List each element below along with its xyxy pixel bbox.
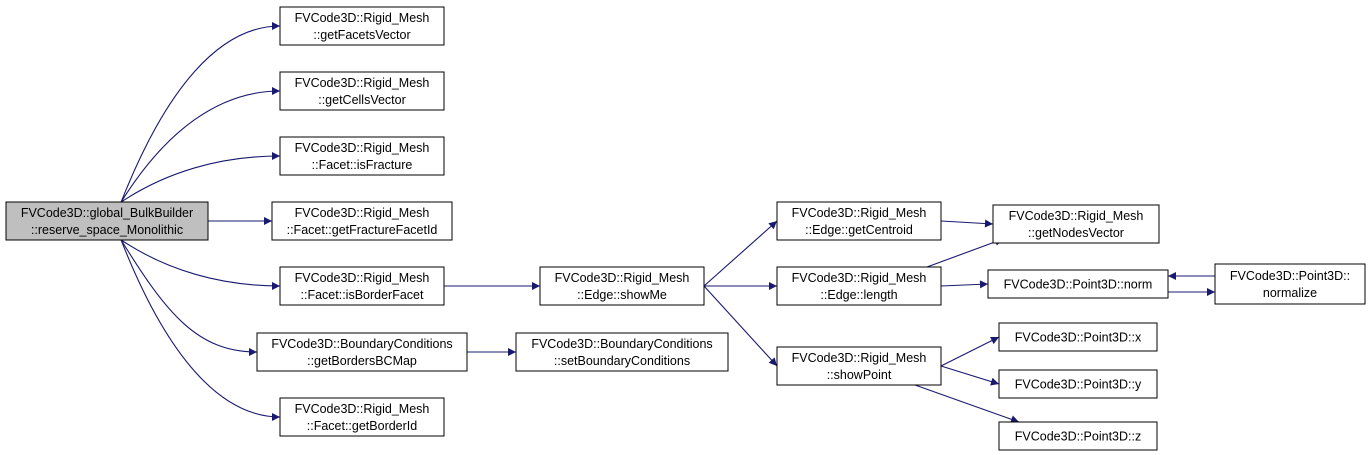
edge-length-to-norm	[940, 280, 989, 289]
node-getCellsVector[interactable]: FVCode3D::Rigid_Mesh::getCellsVector	[279, 71, 445, 111]
edge-showMe-to-getCentroid	[703, 220, 778, 287]
node-label: ::getNodesVector	[1028, 226, 1124, 240]
node-label: ::Facet::getBorderId	[307, 419, 418, 433]
node-box	[998, 369, 1158, 399]
node-box	[279, 71, 445, 111]
node-box	[992, 204, 1160, 244]
node-label: ::Edge::showMe	[577, 288, 667, 302]
node-box	[998, 421, 1158, 451]
edge-root-to-getFacetsVector	[120, 22, 281, 203]
node-isBorderFacet[interactable]: FVCode3D::Rigid_Mesh::Facet::isBorderFac…	[279, 266, 445, 306]
node-label: ::showPoint	[827, 368, 892, 382]
node-label: FVCode3D::Rigid_Mesh	[555, 271, 690, 285]
edge-showPoint-to-px	[940, 336, 1000, 367]
node-box	[279, 136, 445, 176]
node-label: FVCode3D::Rigid_Mesh	[792, 206, 927, 220]
node-getBordersBCMap[interactable]: FVCode3D::BoundaryConditions::getBorders…	[256, 332, 468, 372]
node-box	[998, 322, 1158, 352]
node-label: FVCode3D::Rigid_Mesh	[295, 11, 430, 25]
node-getCentroid[interactable]: FVCode3D::Rigid_Mesh::Edge::getCentroid	[776, 201, 942, 241]
node-label: ::Facet::isFracture	[312, 158, 413, 172]
node-pz[interactable]: FVCode3D::Point3D::z	[998, 421, 1158, 451]
node-label: FVCode3D::Rigid_Mesh	[792, 271, 927, 285]
node-getFacetsVector[interactable]: FVCode3D::Rigid_Mesh::getFacetsVector	[279, 6, 445, 46]
node-label: FVCode3D::Rigid_Mesh	[295, 402, 430, 416]
edges-layer	[120, 22, 1215, 424]
node-label: FVCode3D::global_BulkBuilder	[21, 206, 193, 220]
node-box	[279, 6, 445, 46]
node-showPoint[interactable]: FVCode3D::Rigid_Mesh::showPoint	[776, 346, 942, 386]
node-label: FVCode3D::Point3D::y	[1015, 378, 1142, 392]
node-label: ::getBordersBCMap	[307, 354, 417, 368]
node-label: FVCode3D::Rigid_Mesh	[295, 141, 430, 155]
node-box	[776, 201, 942, 241]
node-box	[1214, 263, 1366, 305]
node-box	[987, 269, 1169, 299]
node-label: FVCode3D::Point3D::	[1230, 269, 1350, 283]
edge-root-to-isFracture	[120, 152, 281, 203]
node-label: ::Edge::getCentroid	[805, 223, 913, 237]
node-getFractureFacetId[interactable]: FVCode3D::Rigid_Mesh::Facet::getFracture…	[271, 201, 453, 241]
nodes-layer: FVCode3D::global_BulkBuilder::reserve_sp…	[5, 6, 1366, 451]
edge-showMe-to-showPoint	[703, 285, 778, 367]
node-showMe[interactable]: FVCode3D::Rigid_Mesh::Edge::showMe	[539, 266, 705, 306]
node-label: FVCode3D::BoundaryConditions	[531, 337, 712, 351]
node-label: FVCode3D::Rigid_Mesh	[1009, 209, 1144, 223]
node-getNodesVector[interactable]: FVCode3D::Rigid_Mesh::getNodesVector	[992, 204, 1160, 244]
node-label: ::Facet::isBorderFacet	[301, 288, 424, 302]
node-label: ::getCellsVector	[318, 93, 406, 107]
node-root[interactable]: FVCode3D::global_BulkBuilder::reserve_sp…	[5, 201, 209, 241]
node-label: ::setBoundaryConditions	[554, 354, 690, 368]
node-label: FVCode3D::Rigid_Mesh	[295, 206, 430, 220]
node-px[interactable]: FVCode3D::Point3D::x	[998, 322, 1158, 352]
node-isFracture[interactable]: FVCode3D::Rigid_Mesh::Facet::isFracture	[279, 136, 445, 176]
edge-length-to-getNodesVector	[926, 238, 1004, 268]
node-box	[539, 266, 705, 306]
node-norm[interactable]: FVCode3D::Point3D::norm	[987, 269, 1169, 299]
node-label: normalize	[1263, 286, 1317, 300]
node-label: ::reserve_space_Monolithic	[31, 223, 183, 237]
node-length[interactable]: FVCode3D::Rigid_Mesh::Edge::length	[776, 266, 942, 306]
node-label: FVCode3D::Rigid_Mesh	[295, 271, 430, 285]
edge-root-to-isBorderFacet	[120, 239, 281, 290]
node-box	[5, 201, 209, 241]
edge-root-to-getBorderId	[120, 239, 281, 421]
node-normalize[interactable]: FVCode3D::Point3D::normalize	[1214, 263, 1366, 305]
node-label: ::getFacetsVector	[313, 28, 410, 42]
edge-root-to-getBordersBCMap	[120, 239, 258, 356]
node-box	[776, 346, 942, 386]
node-label: FVCode3D::Rigid_Mesh	[295, 76, 430, 90]
edge-showPoint-to-pz	[914, 384, 1020, 424]
node-label: FVCode3D::Point3D::x	[1015, 331, 1142, 345]
node-setBoundaryConditions[interactable]: FVCode3D::BoundaryConditions::setBoundar…	[515, 332, 729, 372]
node-box	[515, 332, 729, 372]
node-getBorderId[interactable]: FVCode3D::Rigid_Mesh::Facet::getBorderId	[279, 397, 445, 437]
node-box	[279, 397, 445, 437]
node-label: FVCode3D::Point3D::z	[1015, 430, 1141, 444]
node-box	[271, 201, 453, 241]
node-box	[256, 332, 468, 372]
node-box	[776, 266, 942, 306]
node-label: FVCode3D::BoundaryConditions	[271, 337, 452, 351]
node-label: ::Edge::length	[820, 288, 897, 302]
edge-root-to-getCellsVector	[120, 87, 281, 203]
edge-getCentroid-to-getNodesVector	[940, 219, 994, 228]
node-box	[279, 266, 445, 306]
edge-showPoint-to-py	[940, 365, 1000, 386]
node-label: FVCode3D::Rigid_Mesh	[792, 351, 927, 365]
node-label: ::Facet::getFractureFacetId	[287, 223, 438, 237]
node-label: FVCode3D::Point3D::norm	[1004, 278, 1153, 292]
node-py[interactable]: FVCode3D::Point3D::y	[998, 369, 1158, 399]
